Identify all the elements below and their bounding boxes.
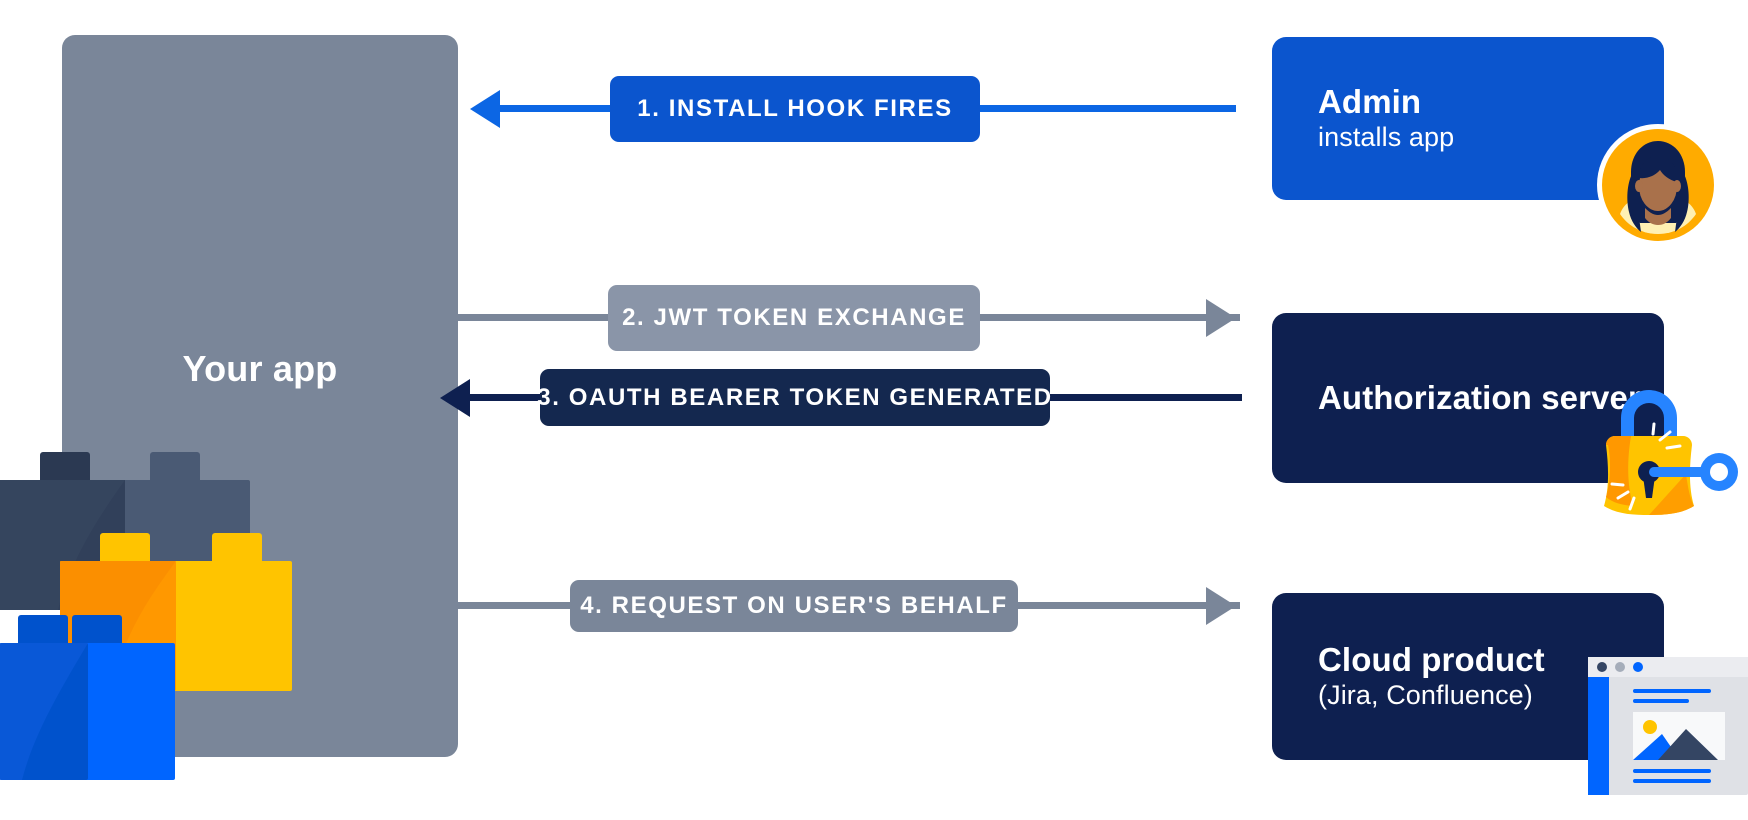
flow-4-arrowhead bbox=[1206, 587, 1236, 625]
node-admin-title: Admin bbox=[1318, 82, 1422, 120]
flow-2-label: 2. JWT TOKEN EXCHANGE bbox=[608, 285, 980, 351]
flow-4-label: 4. REQUEST ON USER'S BEHALF bbox=[570, 580, 1018, 632]
flow-2-arrowhead bbox=[1206, 299, 1236, 337]
node-admin-subtitle: installs app bbox=[1318, 121, 1455, 152]
node-cloud-product-subtitle: (Jira, Confluence) bbox=[1318, 679, 1533, 710]
your-app-label: Your app bbox=[182, 348, 338, 389]
lego-brick-blue bbox=[0, 615, 175, 780]
flow-1-arrowhead bbox=[470, 90, 500, 128]
flow-3-arrowhead bbox=[440, 379, 470, 417]
flow-3-label: 3. OAUTH BEARER TOKEN GENERATED bbox=[537, 369, 1051, 426]
browser-window-icon bbox=[1588, 657, 1748, 795]
node-cloud-product-title: Cloud product bbox=[1318, 640, 1545, 678]
node-authorization-server-title: Authorization server bbox=[1318, 378, 1641, 416]
padlock-key-icon bbox=[1604, 390, 1738, 515]
flow-1-label: 1. INSTALL HOOK FIRES bbox=[610, 76, 980, 142]
user-avatar-icon bbox=[1597, 124, 1719, 246]
node-authorization-server: Authorization server bbox=[1272, 313, 1664, 483]
